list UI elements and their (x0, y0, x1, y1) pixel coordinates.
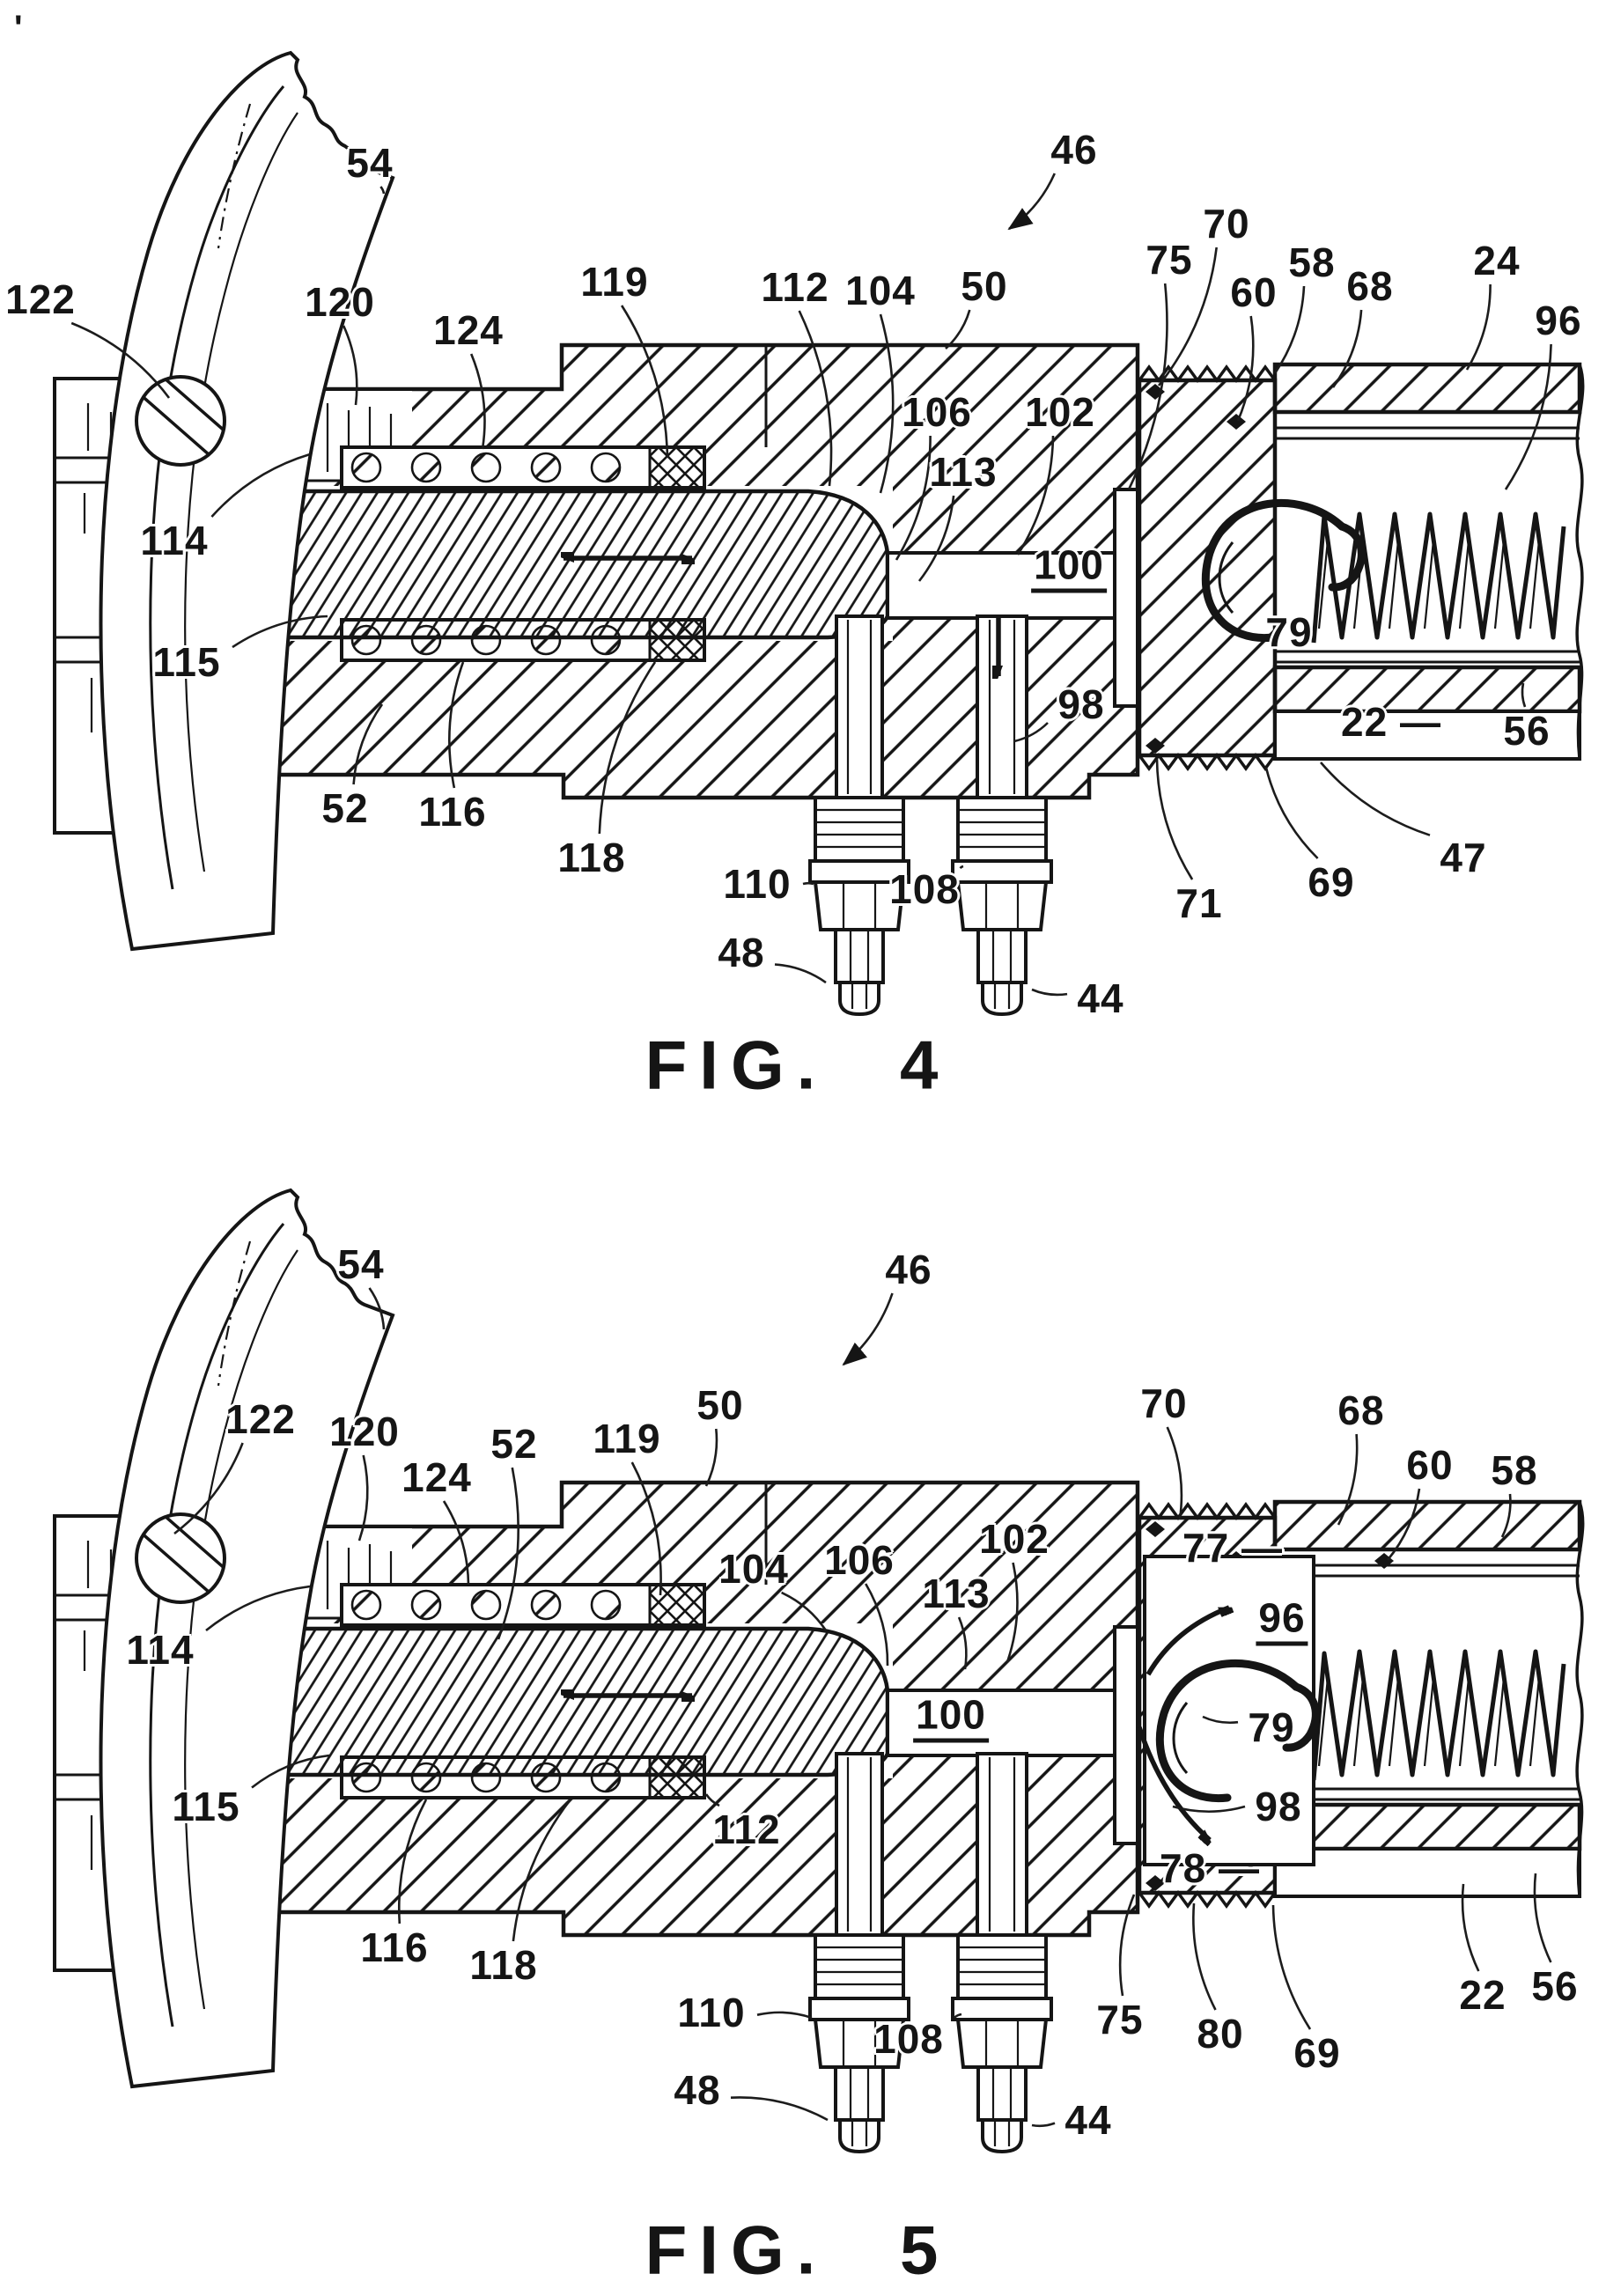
ref-label-104: 104 (718, 1546, 789, 1592)
ref-label-122: 122 (5, 276, 76, 322)
ref-label-70: 70 (1203, 201, 1250, 247)
ref-label-46: 46 (885, 1247, 932, 1292)
ref-label-113: 113 (922, 1571, 991, 1616)
ref-label-100: 100 (1031, 545, 1107, 593)
ref-label-56: 56 (1503, 708, 1551, 754)
ref-label-112: 112 (761, 264, 829, 310)
ref-label-24: 24 (1473, 238, 1521, 283)
ref-label-119: 119 (580, 259, 649, 305)
ref-label-69: 69 (1293, 2030, 1341, 2076)
ref-label-98: 98 (1057, 681, 1105, 727)
ref-label-116: 116 (418, 789, 487, 835)
ref-label-50: 50 (696, 1382, 744, 1428)
figure-5-caption: FIG. 5 (645, 2211, 951, 2289)
ref-label-78: 78 — (1160, 1845, 1260, 1891)
ref-label-104: 104 (845, 268, 916, 313)
ref-label-68: 68 (1337, 1387, 1385, 1433)
ref-label-120: 120 (305, 279, 375, 325)
ref-label-71: 71 (1175, 880, 1223, 926)
ref-label-108: 108 (889, 866, 960, 912)
ref-label-50: 50 (961, 263, 1008, 309)
ref-label-124: 124 (433, 307, 504, 353)
ref-label-52: 52 (321, 785, 369, 831)
ref-label-122: 122 (225, 1396, 296, 1442)
ref-label-46: 46 (1050, 127, 1098, 173)
ref-label-113: 113 (929, 449, 998, 495)
ref-label-48: 48 (718, 930, 765, 975)
ref-label-75: 75 (1096, 1997, 1144, 2042)
ref-label-115: 115 (152, 639, 221, 685)
ref-label-70: 70 (1140, 1380, 1188, 1426)
ref-label-44: 44 (1077, 975, 1124, 1021)
ref-label-120: 120 (329, 1409, 400, 1454)
ref-label-119: 119 (593, 1416, 661, 1461)
ref-label-98: 98 (1255, 1784, 1302, 1829)
ref-label-75: 75 (1146, 237, 1193, 283)
stray-mark: ' (14, 9, 23, 48)
ref-label-96: 96 (1535, 298, 1582, 343)
ref-label-22: 22 — (1341, 699, 1441, 745)
ref-label-68: 68 (1346, 263, 1394, 309)
ref-label-114: 114 (140, 518, 209, 563)
ref-label-114: 114 (126, 1627, 195, 1673)
ref-label-79: 79 (1265, 609, 1313, 655)
ref-label-69: 69 (1308, 859, 1355, 905)
ref-label-102: 102 (1025, 389, 1095, 435)
ref-label-79: 79 (1248, 1704, 1295, 1750)
ref-label-60: 60 (1406, 1442, 1454, 1488)
ref-label-54: 54 (337, 1241, 385, 1287)
ref-label-52: 52 (490, 1421, 538, 1467)
ref-label-108: 108 (873, 2016, 944, 2062)
ref-label-77: 77 — (1182, 1525, 1283, 1571)
ref-label-80: 80 (1197, 2011, 1244, 2057)
ref-label-58: 58 (1491, 1447, 1538, 1493)
ref-label-110: 110 (723, 861, 792, 907)
ref-label-106: 106 (902, 389, 972, 435)
ref-label-60: 60 (1230, 269, 1278, 315)
ref-label-54: 54 (346, 140, 394, 186)
ref-label-112: 112 (712, 1807, 781, 1852)
ref-label-115: 115 (172, 1784, 240, 1829)
ref-label-124: 124 (402, 1454, 472, 1500)
ref-label-22: 22 (1459, 1972, 1507, 2018)
ref-label-110: 110 (677, 1990, 746, 2035)
ref-label-56: 56 (1531, 1963, 1579, 2009)
ref-label-100: 100 (913, 1695, 989, 1743)
ref-label-58: 58 (1288, 239, 1336, 285)
figure-4-caption: FIG. 4 (645, 1026, 951, 1104)
ref-label-106: 106 (824, 1537, 895, 1583)
ref-label-96: 96 (1256, 1598, 1308, 1646)
ref-label-48: 48 (674, 2067, 721, 2113)
ref-label-118: 118 (557, 835, 626, 880)
ref-label-102: 102 (979, 1516, 1050, 1562)
ref-label-118: 118 (469, 1942, 538, 1988)
ref-label-44: 44 (1065, 2097, 1112, 2143)
ref-label-47: 47 (1440, 835, 1487, 880)
ref-label-116: 116 (360, 1924, 429, 1970)
